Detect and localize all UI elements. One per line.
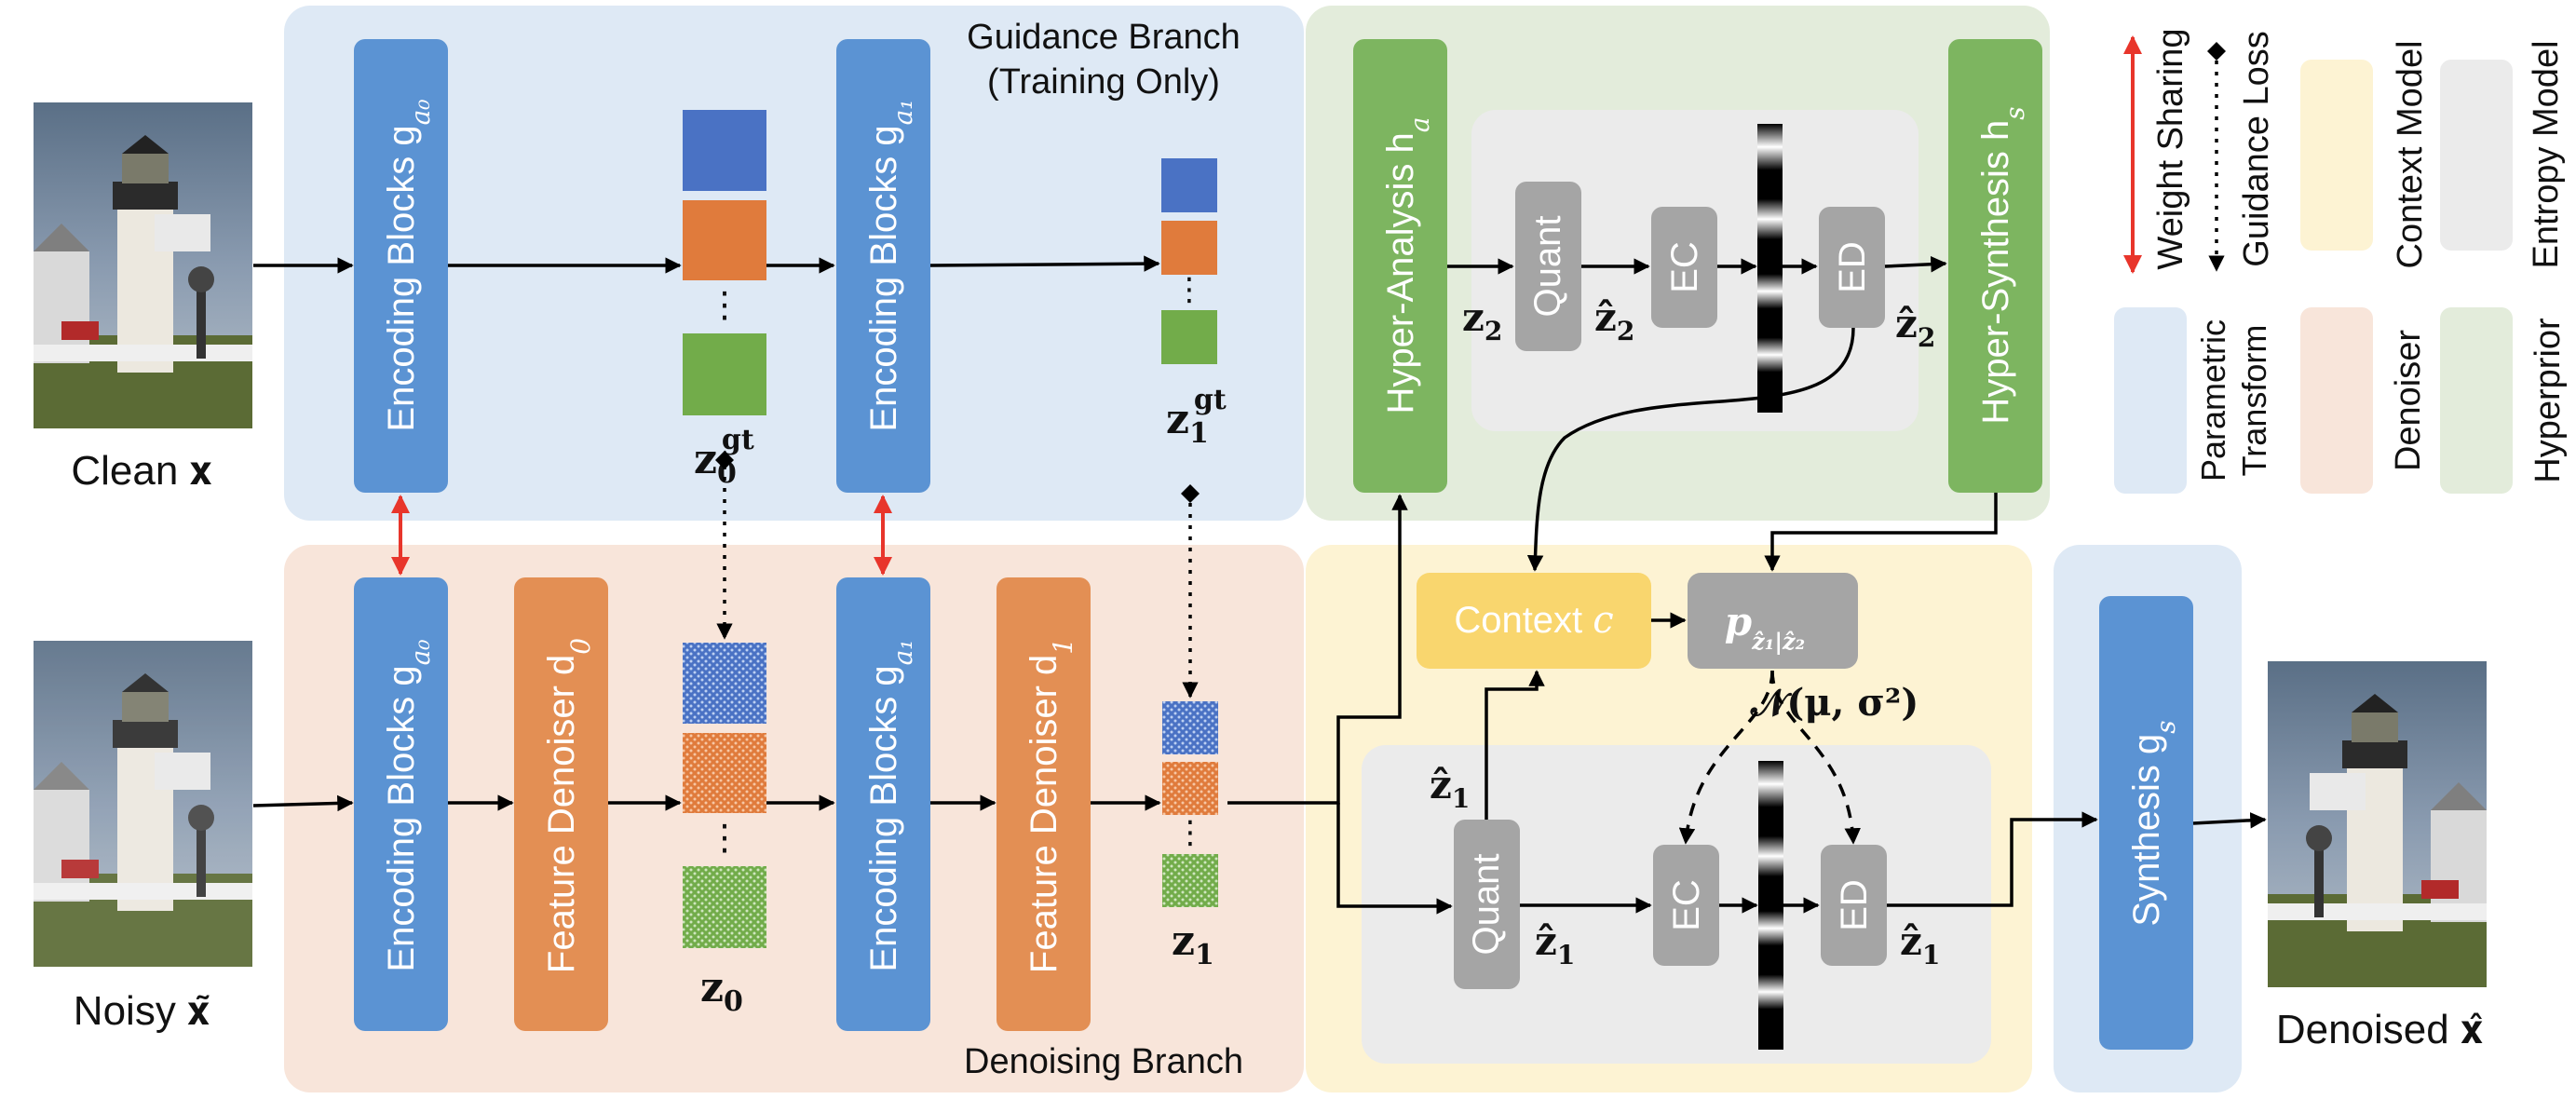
synthesis-block (2099, 596, 2193, 1050)
legend-entropy-model-swatch (2440, 60, 2513, 251)
legend-hyperprior-swatch (2440, 307, 2513, 494)
legend-parametric-transform-swatch (2114, 307, 2187, 494)
feature-denoiser-d0-label: Feature Denoiser d0 (541, 638, 596, 973)
encoding-block-ga0-top (354, 39, 448, 493)
encoding-block-ga0-bottom-label: Encoding Blocks ga₀ (381, 639, 436, 971)
feature-denoiser-d1-label: Feature Denoiser d1 (1024, 638, 1078, 973)
latent-z0gt-stack (683, 110, 766, 415)
guidance-branch-title: Guidance Branch (967, 18, 1241, 57)
encoding-block-ga0-bottom (354, 577, 448, 1031)
legend-parametric-transform: ParametricTransform (2194, 319, 2273, 482)
context-model-block (1417, 573, 1651, 669)
conditional-prob-block (1688, 573, 1858, 669)
denoising-branch-title: Denoising Branch (964, 1042, 1243, 1081)
latent-z1gt-stack (1161, 158, 1217, 364)
weight-sharing-arrows (391, 495, 892, 576)
encoding-block-ga1-bottom (836, 577, 930, 1031)
ed-bottom-block (1821, 845, 1887, 966)
ed-top-label: ED (1832, 241, 1873, 293)
latent-z0-stack (683, 643, 766, 948)
synthesis-label: Synthesis gs (2126, 720, 2181, 926)
z1-symbol: z1 (1172, 917, 1214, 971)
z1-dots: ⋮ (1174, 815, 1206, 850)
feature-denoiser-d0 (514, 577, 608, 1031)
noisy-label: Noisy 𝐱̃ (74, 988, 210, 1034)
legend-context-model-swatch (2300, 60, 2373, 251)
z2hat-symbol-a: ẑ2 (1594, 294, 1634, 346)
hyper-synthesis-block (1948, 39, 2042, 493)
noisy-image (34, 641, 252, 967)
bitstream-bottom (1758, 761, 1783, 1050)
legend-guidance-loss: Guidance Loss (2237, 31, 2276, 267)
ed-bottom-label: ED (1834, 879, 1875, 931)
ec-bottom-label: EC (1666, 879, 1707, 931)
hyper-synthesis-label: Hyper-Synthesis hs (1975, 106, 2030, 424)
denoised-image (2268, 661, 2487, 987)
legend: Weight Sharing Guidance Loss Context Mod… (2114, 28, 2568, 494)
quant-bottom-label: Quant (1466, 854, 1507, 956)
ec-top-label: EC (1664, 241, 1705, 293)
latent-z1-stack (1162, 701, 1218, 907)
guidance-branch-subtitle: (Training Only) (987, 62, 1220, 102)
quant-top-block (1515, 182, 1581, 351)
quant-top-label: Quant (1527, 216, 1568, 318)
hyper-analysis-block (1353, 39, 1447, 493)
flow-arrows (252, 255, 2267, 915)
bitstream-top (1757, 124, 1783, 413)
hyper-analysis-label: Hyper-Analysis ha (1380, 116, 1435, 414)
guidance-branch-region (284, 6, 1304, 521)
quant-bottom-block (1454, 820, 1520, 989)
z2hat-symbol-b: ẑ2 (1895, 301, 1935, 353)
z1gt-symbol: z1gt (1166, 384, 1227, 450)
ed-top-block (1819, 207, 1885, 328)
z1hat-symbol-c: ẑ1 (1900, 918, 1940, 970)
legend-entropy-model: Entropy Model (2527, 40, 2566, 268)
encoding-block-ga1-top (836, 39, 930, 493)
legend-context-model: Context Model (2391, 40, 2430, 268)
legend-denoiser-swatch (2300, 307, 2373, 494)
legend-hyperprior: Hyperprior (2529, 318, 2568, 483)
ec-bottom-block (1653, 845, 1719, 966)
z1hat-symbol-a: ẑ1 (1430, 762, 1470, 814)
z1gt-dots: ⋮ (1173, 272, 1205, 307)
feature-denoiser-d1 (997, 577, 1091, 1031)
legend-denoiser: Denoiser (2389, 330, 2428, 471)
context-model-label: Context c (1454, 599, 1613, 642)
z1hat-symbol-b: ẑ1 (1535, 918, 1575, 970)
clean-image (34, 102, 252, 428)
z0-symbol: z0 (700, 964, 743, 1018)
denoised-label: Denoised 𝐱̂ (2276, 1007, 2483, 1052)
encoding-block-ga0-top-label: Encoding Blocks ga₀ (381, 99, 436, 431)
z0gt-dots: ⋮ (707, 286, 742, 325)
legend-weight-sharing: Weight Sharing (2151, 28, 2190, 269)
z0-dots: ⋮ (707, 819, 742, 858)
gaussian-symbol: 𝒩(𝛍, 𝛔²) (1750, 681, 1918, 725)
ec-top-block (1651, 207, 1717, 328)
clean-label: Clean 𝐱 (71, 448, 211, 494)
encoding-block-ga1-bottom-label: Encoding Blocks ga₁ (863, 639, 918, 971)
encoding-block-ga1-top-label: Encoding Blocks ga₁ (863, 99, 918, 431)
z2-symbol: z2 (1462, 294, 1502, 346)
conditional-prob-label: pẑ₁|ẑ₂ (1725, 599, 1805, 655)
